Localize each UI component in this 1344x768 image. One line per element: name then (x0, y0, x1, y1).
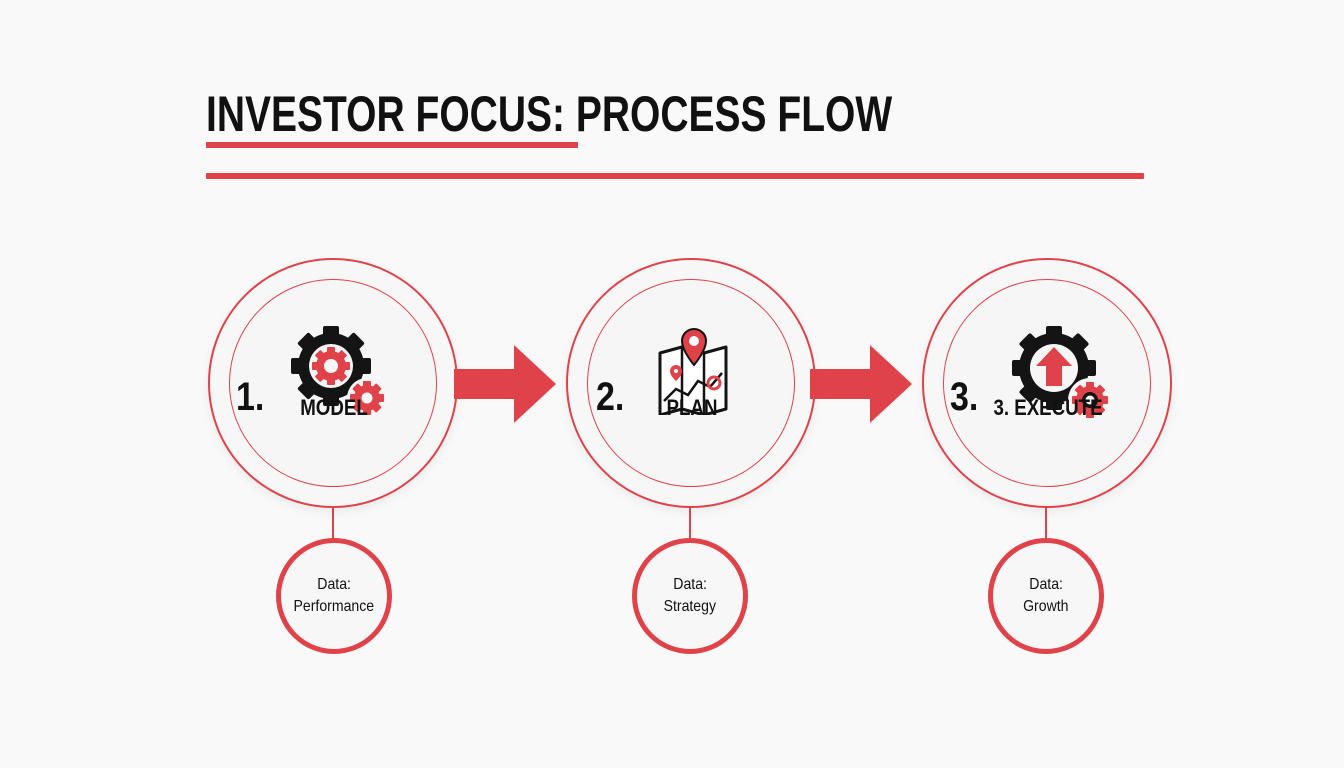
data-bubble-growth: Data: Growth (988, 538, 1104, 654)
title-divider (206, 173, 1144, 179)
connector-line (689, 506, 691, 542)
step-number: 3. (950, 375, 979, 419)
map-pin-icon (658, 328, 728, 415)
step-label: PLAN (666, 395, 718, 420)
step-number: 1. (236, 375, 265, 419)
step-model-inner-ring: 1. (229, 279, 437, 487)
connector-line (1045, 506, 1047, 542)
page-title: INVESTOR FOCUS: PROCESS FLOW (206, 86, 893, 142)
step-plan: 2. PLAN (566, 258, 816, 508)
title-underline-accent (206, 142, 578, 148)
step-plan-inner-ring: 2. PLAN (587, 279, 795, 487)
data-bubble-performance: Data: Performance (276, 538, 392, 654)
data-bubble-strategy: Data: Strategy (632, 538, 748, 654)
arrow-right-icon (454, 345, 556, 423)
step-number: 2. (596, 375, 625, 419)
gear-arrow-up-icon (1012, 326, 1112, 422)
data-value: Performance (293, 598, 375, 615)
step-label: 3. EXECUTE (993, 395, 1103, 420)
step-model: 1. (208, 258, 458, 508)
step-label: MODEL (300, 395, 368, 420)
data-label: Data: (673, 576, 707, 593)
arrow-right-icon (810, 345, 912, 423)
step-execute: 3. (922, 258, 1172, 508)
data-value: Strategy (663, 598, 717, 615)
gears-icon (291, 326, 387, 418)
step-execute-inner-ring: 3. (943, 279, 1151, 487)
data-label: Data: (1029, 576, 1063, 593)
data-value: Growth (1023, 598, 1069, 615)
data-label: Data: (317, 576, 351, 593)
connector-line (332, 506, 334, 544)
